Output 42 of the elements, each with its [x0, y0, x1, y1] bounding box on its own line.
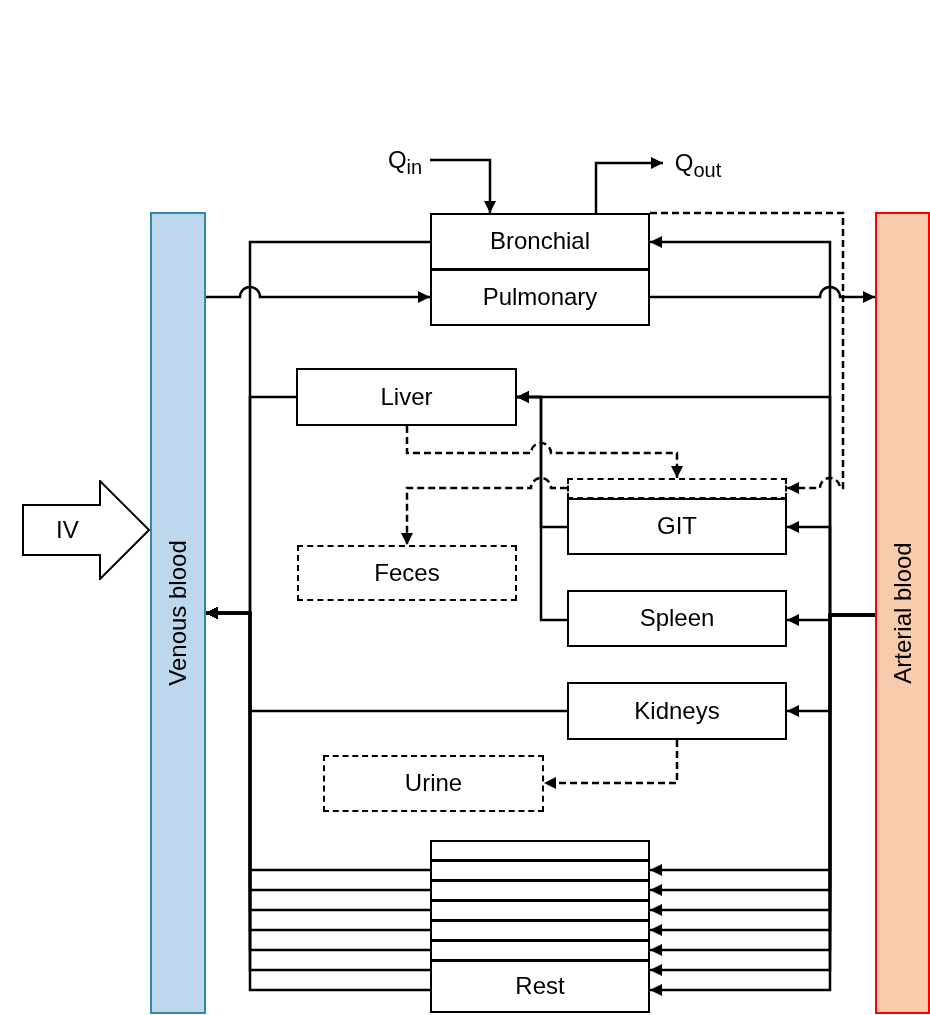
empty-box	[430, 900, 650, 921]
arrow	[430, 158, 496, 213]
compartment-box	[430, 960, 650, 1013]
compartment-box	[567, 498, 787, 555]
arrow	[594, 157, 663, 213]
dashed-arrow	[401, 476, 567, 545]
empty-box	[430, 880, 650, 901]
node-label: Spleen	[639, 605, 715, 632]
node-label: Feces	[374, 559, 440, 587]
node-label: Bronchial	[489, 228, 591, 255]
block-arrow	[22, 480, 150, 580]
excretion-box	[323, 755, 544, 812]
compartment-box	[567, 682, 787, 740]
empty-box	[430, 920, 650, 941]
node-label: Rest	[515, 973, 565, 1000]
node-label: Kidneys	[634, 697, 720, 725]
node-label: Urine	[404, 770, 463, 797]
compartment-box	[430, 213, 650, 270]
node-label: Pulmonary	[482, 284, 598, 311]
node-label: Liver	[380, 383, 433, 411]
dashed-arrow	[405, 426, 683, 478]
compartment-box	[567, 590, 787, 647]
empty-box	[430, 940, 650, 961]
arrow	[517, 391, 567, 622]
arterial-blood-band	[875, 212, 930, 1014]
empty-box	[567, 478, 787, 499]
node-label: Venous blood	[164, 540, 192, 686]
empty-box	[430, 840, 650, 861]
node-label: Q$_{out}$	[674, 149, 722, 181]
venous-blood-band	[150, 212, 206, 1014]
compartment-box	[296, 368, 517, 426]
node-label: GIT	[657, 513, 697, 540]
node-label: IV	[56, 516, 79, 544]
node-label: Q$_{in}$	[387, 146, 423, 178]
excretion-box	[297, 545, 517, 601]
arrow	[650, 285, 875, 303]
empty-box	[430, 860, 650, 881]
dashed-arrow	[544, 740, 679, 789]
dashed-arrow	[650, 211, 845, 494]
compartment-box	[430, 269, 650, 326]
arrow	[206, 285, 430, 303]
node-label: Arterial blood	[888, 542, 917, 684]
